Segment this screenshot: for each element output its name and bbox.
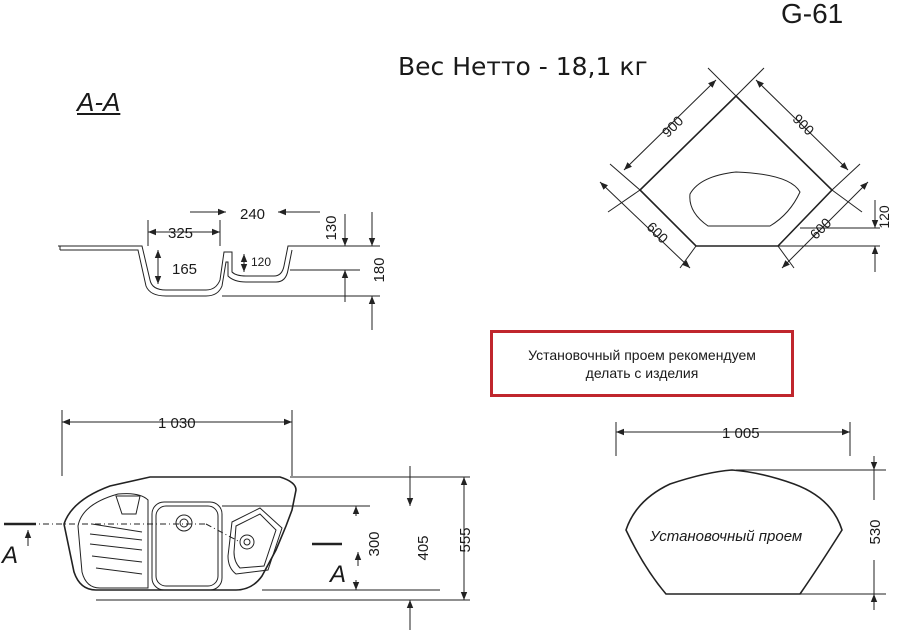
dim-plan-555: 555: [457, 527, 474, 552]
installation-note: Установочный проем рекомендуем делать с …: [490, 330, 794, 397]
dim-top-right-900: 900: [790, 111, 818, 139]
dim-top-left-900: 900: [659, 112, 687, 140]
cutout-label: Установочный проем: [649, 528, 802, 545]
dim-plan-300: 300: [366, 531, 383, 556]
model-code: G-61: [781, 0, 844, 29]
section-mark-right: А: [328, 561, 346, 588]
section-profile: [58, 208, 380, 330]
dim-section-120: 120: [251, 255, 271, 269]
section-mark-left: А: [0, 542, 18, 569]
dim-section-325: 325: [168, 225, 193, 242]
dim-top-depth-120: 120: [876, 205, 892, 229]
dim-plan-405: 405: [415, 535, 432, 560]
dim-short-left-600: 600: [644, 219, 672, 247]
dim-section-240: 240: [240, 206, 265, 223]
plan-view: [4, 410, 470, 630]
dim-section-180: 180: [371, 257, 388, 282]
dim-cutout-height: 530: [867, 519, 884, 544]
cutout-view: [615, 422, 886, 610]
dim-cutout-width: 1 005: [722, 425, 760, 442]
note-line-1: Установочный проем рекомендуем: [528, 346, 756, 363]
note-line-2: делать с изделия: [585, 364, 699, 381]
net-weight: Вес Нетто - 18,1 кг: [398, 52, 648, 81]
top-view-outline: [599, 67, 880, 272]
dim-short-right-600: 600: [807, 214, 835, 242]
dim-section-165: 165: [172, 261, 197, 278]
section-title: А-А: [77, 87, 121, 117]
dim-section-130: 130: [323, 215, 340, 240]
dim-plan-width: 1 030: [158, 415, 196, 432]
